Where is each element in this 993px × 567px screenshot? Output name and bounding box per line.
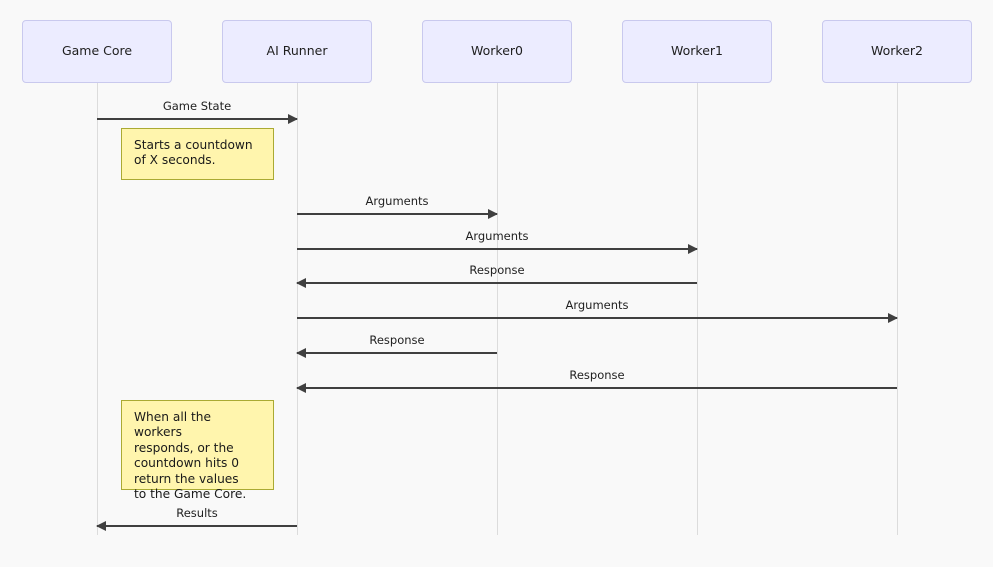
message-label-m4: Response: [469, 262, 525, 277]
lifeline-worker2: [896, 83, 898, 535]
arrowhead-left-icon: [96, 520, 106, 531]
arrowhead-left-icon: [296, 382, 306, 393]
message-label-m5: Arguments: [565, 297, 629, 312]
message-line-m1: [97, 118, 297, 120]
message-label-m7: Response: [569, 367, 625, 382]
message-line-m5: [297, 317, 897, 319]
participant-label-worker1: Worker1: [671, 43, 723, 59]
message-label-m8: Results: [176, 505, 218, 520]
arrowhead-left-icon: [296, 277, 306, 288]
lifeline-game-core: [96, 83, 98, 535]
message-line-m8: [97, 525, 297, 527]
arrowhead-left-icon: [296, 347, 306, 358]
participant-label-game-core: Game Core: [61, 43, 133, 59]
message-line-m7: [297, 387, 897, 389]
message-line-m6: [297, 352, 497, 354]
arrowhead-right-icon: [488, 208, 498, 219]
message-label-m1: Game State: [162, 98, 232, 113]
participant-label-worker0: Worker0: [471, 43, 523, 59]
message-line-m4: [297, 282, 697, 284]
participant-game-core[interactable]: Game Core: [22, 20, 172, 83]
participant-worker0[interactable]: Worker0: [422, 20, 572, 83]
participant-label-worker2: Worker2: [871, 43, 923, 59]
message-label-m2: Arguments: [365, 193, 429, 208]
note-return[interactable]: When all the workers responds, or the co…: [121, 400, 274, 501]
participant-label-ai-runner: AI Runner: [266, 43, 328, 59]
note-text: Starts a countdown of X seconds.: [134, 138, 253, 168]
lifeline-worker0: [496, 83, 498, 535]
lifeline-ai-runner: [296, 83, 298, 535]
participant-worker2[interactable]: Worker2: [822, 20, 972, 83]
arrowhead-right-icon: [888, 312, 898, 323]
note-countdown[interactable]: Starts a countdown of X seconds.: [121, 128, 274, 180]
message-line-m3: [297, 248, 697, 250]
note-text: When all the workers responds, or the co…: [134, 410, 247, 502]
message-line-m2: [297, 213, 497, 215]
arrowhead-right-icon: [288, 113, 298, 124]
participant-worker1[interactable]: Worker1: [622, 20, 772, 83]
arrowhead-right-icon: [688, 243, 698, 254]
message-label-m6: Response: [369, 332, 425, 347]
lifeline-worker1: [696, 83, 698, 535]
message-label-m3: Arguments: [465, 228, 529, 243]
participant-ai-runner[interactable]: AI Runner: [222, 20, 372, 83]
